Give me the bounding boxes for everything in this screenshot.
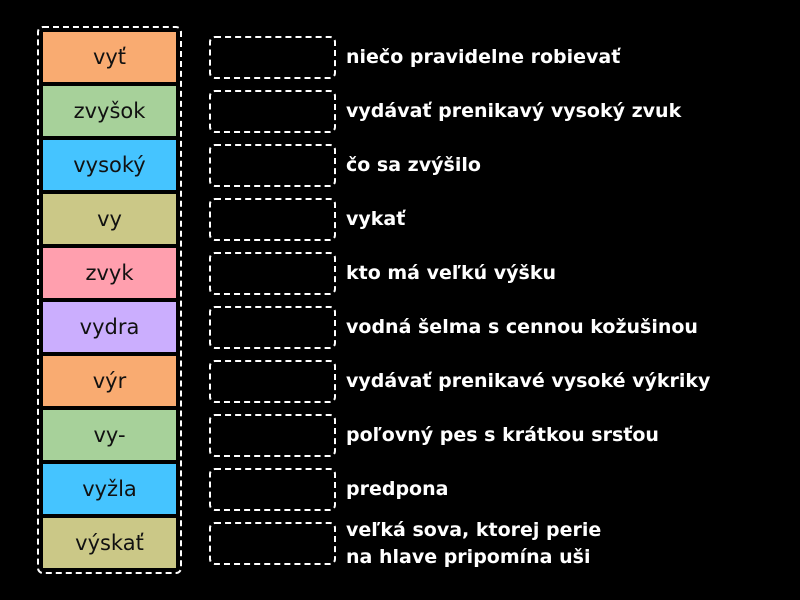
word-tile[interactable]: vy- <box>43 410 176 460</box>
drop-zone[interactable] <box>209 90 336 133</box>
word-tile[interactable]: výskať <box>43 518 176 568</box>
word-tile[interactable]: vy <box>43 194 176 244</box>
word-tile[interactable]: zvyk <box>43 248 176 298</box>
drop-zone[interactable] <box>209 36 336 79</box>
drop-zone[interactable] <box>209 360 336 403</box>
clue-text: kto má veľkú výšku <box>346 262 557 284</box>
clue-text: vodná šelma s cennou kožušinou <box>346 316 698 338</box>
drop-zone[interactable] <box>209 522 336 565</box>
clue-text: niečo pravidelne robievať <box>346 46 621 68</box>
drop-zone[interactable] <box>209 306 336 349</box>
tiles-tray <box>37 26 182 574</box>
drop-zone[interactable] <box>209 468 336 511</box>
drop-zone[interactable] <box>209 252 336 295</box>
drop-zone[interactable] <box>209 144 336 187</box>
clue-text: poľovný pes s krátkou srsťou <box>346 424 659 446</box>
clue-text: vykať <box>346 208 406 230</box>
drop-zone[interactable] <box>209 198 336 241</box>
word-tile[interactable]: vyť <box>43 32 176 82</box>
clue-text: vydávať prenikavý vysoký zvuk <box>346 100 682 122</box>
word-tile[interactable]: vyžla <box>43 464 176 514</box>
word-tile[interactable]: vydra <box>43 302 176 352</box>
clue-text: vydávať prenikavé vysoké výkriky <box>346 370 711 392</box>
drop-zone[interactable] <box>209 414 336 457</box>
clue-text: čo sa zvýšilo <box>346 154 481 176</box>
clue-text: veľká sova, ktorej perie na hlave pripom… <box>346 518 602 568</box>
word-tile[interactable]: vysoký <box>43 140 176 190</box>
word-tile[interactable]: zvyšok <box>43 86 176 136</box>
clue-text: predpona <box>346 478 449 500</box>
word-tile[interactable]: výr <box>43 356 176 406</box>
